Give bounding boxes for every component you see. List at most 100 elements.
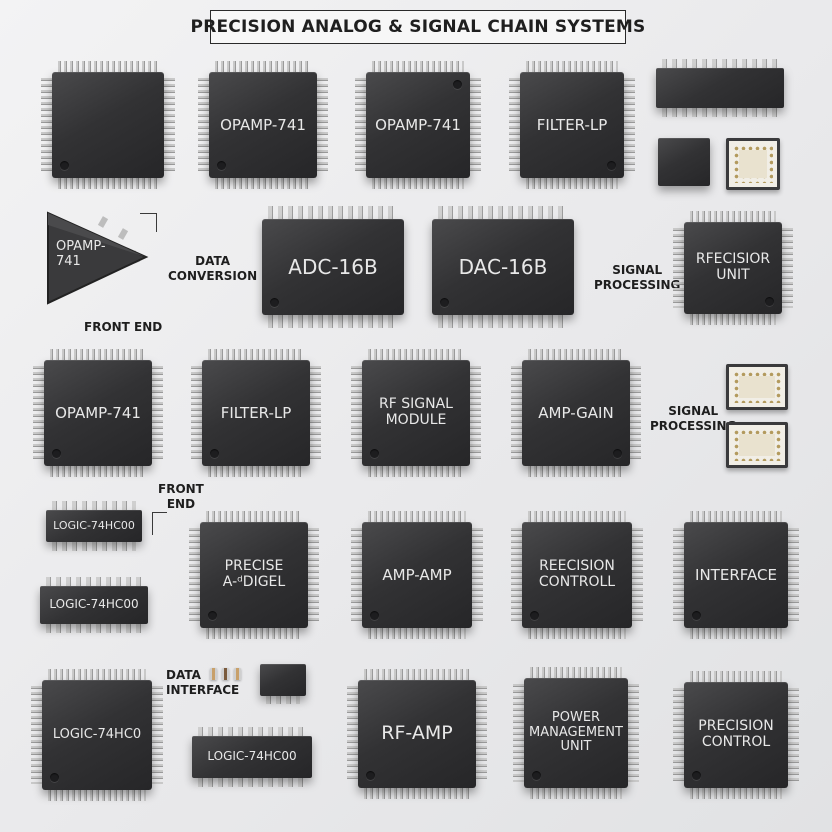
pin-row-bottom — [690, 628, 782, 639]
pin-row-left — [511, 366, 522, 460]
pin-row-bottom — [48, 790, 146, 801]
pin-row-bottom — [372, 178, 464, 189]
pin-row-bottom — [208, 466, 304, 477]
pin-row-right — [152, 686, 163, 784]
pin-row-left — [31, 686, 42, 784]
pin-row-left — [511, 528, 522, 622]
pin-row-right — [782, 228, 793, 308]
annotation-front-end-2: FRONT END — [158, 482, 204, 511]
dip-chip-logic-2: LOGIC-74HC00 — [40, 576, 148, 634]
small-square-chip — [658, 138, 710, 186]
chip-label: PRECISION CONTROL — [698, 718, 774, 750]
chip-label: PRECISE A-ᵈDIGEL — [222, 558, 286, 590]
annotation-data-interface: DATA INTERFACE — [166, 668, 240, 697]
chip-label: REECISION CONTROLL — [538, 558, 616, 590]
dip-chip-top-right — [652, 59, 788, 118]
pin-row-top — [364, 669, 470, 680]
chip-label: FILTER-LP — [220, 403, 292, 422]
chip-label: OPAMP-741 — [55, 403, 141, 422]
qfp-chip-reecision: REECISION CONTROLL — [510, 510, 644, 640]
pin-row-bottom — [58, 178, 158, 189]
pin-row-left — [347, 686, 358, 782]
pin-row-bottom — [215, 178, 311, 189]
chip-label: LOGIC-74HC0 — [52, 726, 142, 742]
pin-row-top — [690, 211, 776, 222]
chip-label: INTERFACE — [695, 565, 777, 584]
bga-chip-middle-1 — [726, 364, 788, 410]
pin-row-bottom — [526, 178, 618, 189]
pin-row-bottom — [46, 624, 142, 633]
pin-row-bottom — [690, 314, 776, 325]
pin-row-top — [530, 667, 622, 678]
pin-row-left — [673, 228, 684, 308]
pin-row-top — [268, 206, 398, 219]
qfp-chip-rf-signal: RF SIGNAL MODULE — [348, 348, 484, 478]
pin-row-bottom — [528, 628, 626, 639]
pin-row-top — [438, 206, 568, 219]
chip-label: AMP-GAIN — [538, 403, 614, 422]
pin-row-left — [198, 78, 209, 172]
pin-row-left — [513, 684, 524, 782]
capacitor-3 — [234, 668, 241, 680]
chip-label: OPAMP-741 — [375, 115, 461, 134]
qfp-chip-amp-gain: AMP-GAIN — [510, 349, 642, 477]
corner-bracket-2 — [152, 512, 167, 535]
adc-chip: ADC-16B — [260, 205, 406, 329]
pin-row-right — [470, 78, 481, 172]
pin-row-left — [191, 366, 202, 460]
dac-chip: DAC-16B — [430, 205, 576, 329]
pin-row-right — [476, 686, 487, 782]
pin-row-bottom — [268, 315, 398, 328]
pin-row-left — [673, 688, 684, 782]
pin-row-bottom — [198, 778, 306, 787]
qfp-chip-amp-amp: AMP-AMP — [350, 510, 484, 640]
pin-row-left — [41, 78, 52, 172]
pin-row-top — [206, 511, 302, 522]
corner-bracket — [140, 213, 157, 232]
annotation-signal-processing-2: SIGNAL PROCESSING — [650, 404, 737, 433]
qfp-chip-logic-3: LOGIC-74HC0 — [30, 668, 164, 802]
pin-row-top — [215, 61, 311, 72]
pin-row-top — [372, 61, 464, 72]
pin-row-top — [46, 577, 142, 586]
pin-row-right — [152, 366, 163, 460]
annotation-front-end: FRONT END — [84, 320, 163, 334]
pin-row-top — [368, 349, 464, 360]
chip-label: ADC-16B — [288, 254, 378, 279]
qfp-chip-power: POWER MANAGEMENT UNIT — [512, 666, 640, 800]
chip-label: DAC-16B — [458, 254, 548, 279]
pin-row-top — [198, 727, 306, 736]
qfp-chip-precision-control: PRECISION CONTROL — [672, 670, 800, 800]
pin-row-top — [528, 511, 626, 522]
chip-label: LOGIC-74HC00 — [49, 597, 139, 612]
pin-row-left — [33, 366, 44, 460]
qfp-chip-interface: INTERFACE — [672, 510, 800, 640]
chip-label: RF-AMP — [381, 722, 453, 745]
pin-row-top — [690, 671, 782, 682]
pin-row-right — [788, 688, 799, 782]
pin-row-bottom — [662, 108, 778, 117]
pin-row-bottom — [530, 788, 622, 799]
pin-row-top — [52, 501, 136, 510]
pin-row-right — [628, 684, 639, 782]
annotation-signal-processing: SIGNAL PROCESSING — [594, 263, 681, 292]
pin-row-top — [48, 669, 146, 680]
pin-row-bottom — [52, 542, 136, 551]
pin-row-bottom — [690, 788, 782, 799]
pin-row-bottom — [368, 628, 466, 639]
pin-row-bottom — [364, 788, 470, 799]
pin-row-bottom — [438, 315, 568, 328]
triangle-opamp-chip — [47, 211, 149, 305]
pin-row-right — [470, 366, 481, 460]
capacitor-2 — [222, 668, 229, 680]
pin-row-right — [308, 528, 319, 622]
pin-row-top — [528, 349, 624, 360]
chip-label: POWER MANAGEMENT UNIT — [529, 710, 623, 755]
small-sot-chip — [254, 662, 310, 704]
qfp-chip-opamp-3: OPAMP-741 — [32, 349, 166, 477]
pin-row-left — [509, 78, 520, 172]
chip-label: LOGIC-74HC00 — [53, 518, 135, 532]
page-title: PRECISION ANALOG & SIGNAL CHAIN SYSTEMS — [191, 10, 645, 44]
pin-row-right — [310, 366, 321, 460]
chip-label: AMP-AMP — [382, 565, 452, 584]
